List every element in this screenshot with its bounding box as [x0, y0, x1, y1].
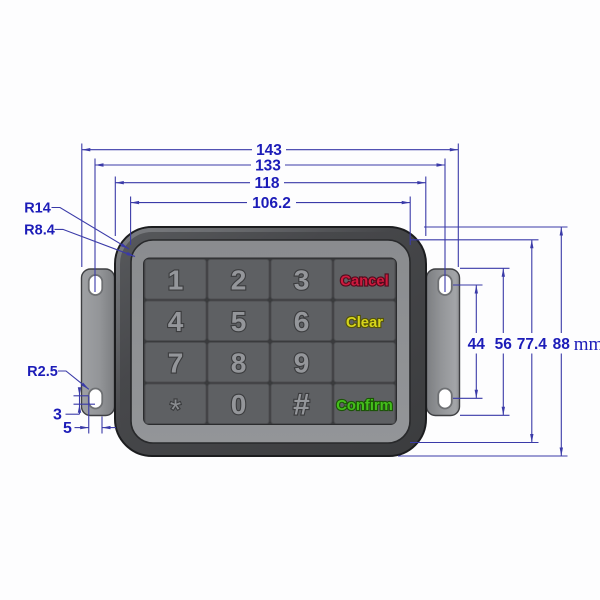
svg-text:1: 1	[168, 264, 184, 295]
svg-text:Clear: Clear	[346, 315, 383, 331]
svg-text:#: #	[293, 389, 310, 422]
svg-text:9: 9	[294, 347, 310, 378]
svg-text:3: 3	[53, 407, 62, 424]
svg-text:Cancel: Cancel	[340, 274, 388, 290]
svg-text:*: *	[170, 395, 181, 427]
svg-text:9: 9	[294, 347, 310, 378]
svg-text:Confirm: Confirm	[336, 398, 393, 414]
svg-text:7: 7	[168, 347, 184, 378]
svg-text:Clear: Clear	[346, 315, 383, 331]
svg-text:56: 56	[495, 336, 513, 353]
svg-text:8: 8	[231, 347, 247, 378]
svg-text:R8.4: R8.4	[24, 223, 55, 239]
svg-text:6: 6	[294, 306, 310, 337]
svg-text:R2.5: R2.5	[27, 364, 58, 380]
svg-text:5: 5	[231, 306, 247, 337]
svg-text:5: 5	[231, 306, 247, 337]
svg-text:77.4: 77.4	[517, 336, 548, 353]
svg-text:3: 3	[294, 264, 310, 295]
svg-text:88: 88	[553, 336, 571, 353]
svg-text:5: 5	[63, 420, 72, 437]
svg-text:#: #	[293, 389, 310, 422]
svg-text:8: 8	[231, 347, 247, 378]
svg-text:*: *	[170, 395, 181, 427]
svg-text:4: 4	[168, 306, 184, 337]
svg-text:133: 133	[255, 158, 281, 175]
svg-text:6: 6	[294, 306, 310, 337]
svg-text:44: 44	[468, 336, 486, 353]
svg-text:4: 4	[168, 306, 184, 337]
svg-text:3: 3	[294, 264, 310, 295]
svg-text:2: 2	[231, 264, 247, 295]
svg-text:1: 1	[168, 264, 184, 295]
svg-text:mm: mm	[574, 334, 600, 355]
svg-text:0: 0	[231, 389, 247, 420]
svg-text:0: 0	[231, 389, 247, 420]
svg-text:2: 2	[231, 264, 247, 295]
svg-text:106.2: 106.2	[252, 195, 291, 212]
svg-text:R14: R14	[24, 201, 51, 217]
svg-text:Cancel: Cancel	[340, 274, 388, 290]
svg-text:7: 7	[168, 347, 184, 378]
svg-text:118: 118	[254, 175, 279, 192]
svg-text:143: 143	[256, 142, 282, 159]
svg-text:Confirm: Confirm	[336, 398, 393, 414]
